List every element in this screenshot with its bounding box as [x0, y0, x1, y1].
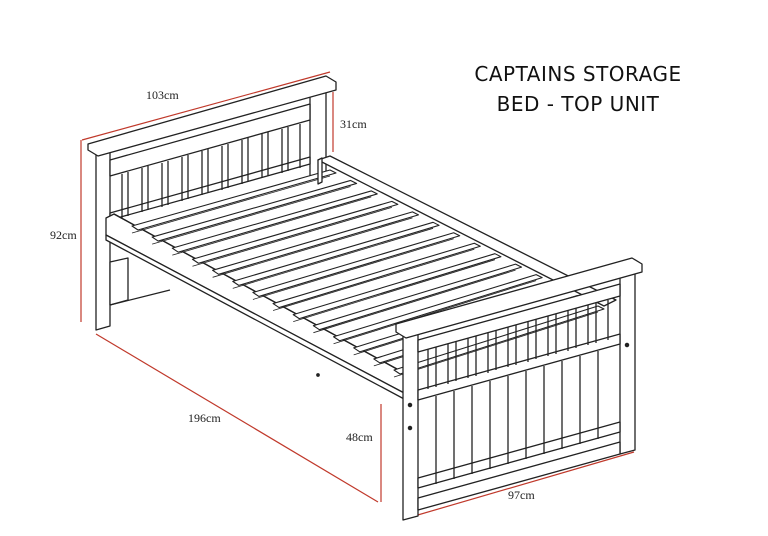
bed-slat: [332, 274, 543, 342]
footboard-upper-slats: [427, 300, 609, 389]
dim-line-headboard-width: [81, 71, 331, 141]
headboard-width-label: 103cm: [146, 88, 179, 102]
bed-slat-shadow: [293, 259, 496, 322]
dim-line-length: [95, 333, 379, 503]
bed-slat-shadow: [252, 238, 454, 300]
bed-slat: [171, 190, 378, 253]
length-label: 196cm: [188, 411, 221, 425]
bed-slat: [272, 242, 481, 309]
bed-slat-shadow: [232, 227, 434, 289]
bed-slat: [131, 169, 337, 231]
footboard: [316, 257, 643, 521]
bed-slat-shadow: [272, 248, 475, 311]
bed-slat-shadow: [131, 175, 331, 234]
bed-slat: [393, 305, 605, 375]
footboard-lower-panel: [435, 351, 599, 484]
bed-slat-shadow: [313, 269, 516, 334]
bed-slat: [232, 221, 440, 286]
bed-slat-shadow: [333, 280, 537, 345]
bed-slat: [191, 200, 399, 264]
headboard-height-label: 31cm: [340, 117, 367, 131]
overall-height-label: 92cm: [50, 228, 77, 242]
bed-slat-shadow: [212, 217, 413, 278]
bed-outline: [87, 75, 643, 521]
footboard-height-label: 48cm: [346, 430, 373, 444]
headboard-slats: [121, 124, 301, 218]
diagram-title-line1: CAPTAINS STORAGE: [474, 62, 682, 86]
diagram-title-line2: BED - TOP UNIT: [496, 92, 660, 116]
bed-slat: [151, 179, 358, 242]
dimension-lines: [80, 71, 635, 520]
bed-slat: [312, 263, 523, 331]
headboard: [87, 75, 337, 331]
bed-slat: [292, 253, 502, 320]
bed-slat: [252, 232, 461, 298]
bed-slat-shadow: [192, 207, 392, 267]
back-rail: [317, 155, 617, 307]
bed-slat-shadow: [172, 196, 372, 256]
bed-slat: [212, 211, 420, 275]
dim-line-width: [403, 451, 635, 520]
bed-slat-shadow: [152, 186, 351, 245]
width-label: 97cm: [508, 488, 535, 502]
